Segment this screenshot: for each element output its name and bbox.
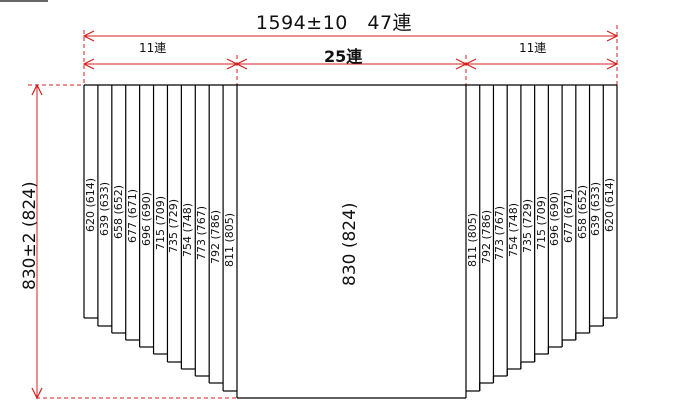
panel-size-label: 811 (805) xyxy=(465,212,479,267)
panel-size-label: 715 (709) xyxy=(153,195,167,250)
panel-size-label: 735 (729) xyxy=(167,198,181,253)
panel-size-label: 639 (633) xyxy=(589,181,603,236)
panel-size-label: 677 (671) xyxy=(561,188,575,243)
panel-size-label: 677 (671) xyxy=(125,188,139,243)
panel-size-label: 811 (805) xyxy=(223,212,237,267)
arrow-up-icon xyxy=(31,83,43,96)
panel-size-label: 620 (614) xyxy=(603,177,617,232)
center-section-label: 25連 xyxy=(324,47,363,66)
arrow-down-icon xyxy=(31,387,43,400)
top-bar xyxy=(0,0,48,2)
panel-size-label: 658 (652) xyxy=(575,184,589,239)
panel-size-label: 754 (748) xyxy=(507,202,521,257)
panel-size-label: 696 (690) xyxy=(139,191,153,246)
right-section-label: 11連 xyxy=(519,41,547,55)
arrow-left-icon xyxy=(82,30,95,42)
panel-size-label: 639 (633) xyxy=(97,181,111,236)
panel-size-label: 773 (767) xyxy=(195,205,209,260)
panel-size-label: 773 (767) xyxy=(493,205,507,260)
panel-size-label: 715 (709) xyxy=(534,195,548,250)
panel-size-label: 754 (748) xyxy=(181,202,195,257)
arrowhead-icon xyxy=(82,58,95,70)
panel-size-label: 696 (690) xyxy=(548,191,562,246)
panel-size-label: 658 (652) xyxy=(111,184,125,239)
panel-size-label: 735 (729) xyxy=(520,198,534,253)
arrow-right-icon xyxy=(606,30,619,42)
arrowhead-icon xyxy=(464,58,477,70)
panel-size-label: 792 (786) xyxy=(209,209,223,264)
height-dimension-label: 830±2 (824) xyxy=(20,181,40,290)
total-width-label: 1594±10 47連 xyxy=(255,12,413,34)
panel-size-label: 792 (786) xyxy=(479,209,493,264)
arrowhead-icon xyxy=(235,58,248,70)
left-section-label: 11連 xyxy=(139,41,167,55)
arrowhead-icon xyxy=(606,58,619,70)
panel-size-label: 620 (614) xyxy=(83,177,97,232)
center-panel-label: 830 (824) xyxy=(340,202,360,286)
